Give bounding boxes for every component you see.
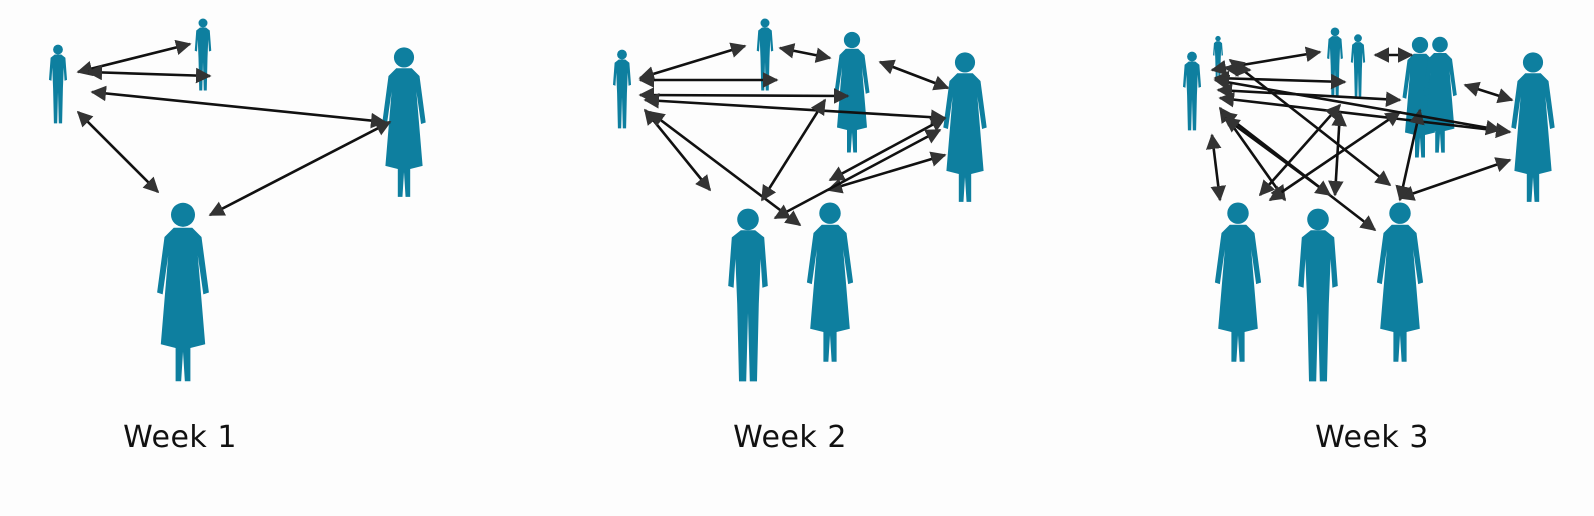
week-3-person-7 [1511, 52, 1555, 202]
week-3-label: Week 3 [1315, 420, 1429, 455]
week-3-person-8 [1214, 202, 1262, 362]
week-3-person-1 [1182, 51, 1202, 131]
week-2-connection-arrow-12 [773, 128, 942, 220]
week-1-connection-arrow-4 [76, 110, 160, 194]
week-1-label: Week 1 [123, 420, 237, 455]
week-2-connection-arrow-9 [760, 98, 827, 202]
week-3-connection-arrow-3 [1216, 82, 1402, 108]
week-3-person-4 [1350, 34, 1366, 97]
week-3-connection-arrow-7 [1223, 116, 1332, 197]
week-3-connection-arrow-18 [1258, 103, 1342, 197]
week-2-connection-arrow-1 [638, 42, 747, 82]
week-3-connection-arrow-14 [1398, 157, 1512, 201]
week-2-person-5 [728, 208, 768, 382]
week-3-connection-arrow-16 [1223, 61, 1252, 77]
week-2-person-3 [834, 31, 870, 153]
week-1-connection-arrow-1 [76, 39, 192, 77]
week-1-connection-arrow-2 [86, 64, 212, 84]
week-2-connection-arrow-6 [648, 110, 802, 227]
week-3-person-3 [1327, 27, 1343, 97]
week-3-person-2 [1213, 35, 1223, 80]
week-2-connection-arrow-8 [878, 59, 950, 91]
week-2-label: Week 2 [733, 420, 847, 455]
week-2-connection-arrow-4 [643, 93, 947, 125]
week-3-connection-arrow-4 [1218, 91, 1512, 139]
week-1-connection-arrow-5 [208, 120, 392, 217]
week-2-connection-arrow-7 [778, 43, 832, 63]
week-3-connection-arrow-8 [1228, 58, 1392, 187]
week-2-person-4 [943, 52, 987, 202]
week-2-connection-arrow-3 [638, 87, 850, 104]
week-3-person-10 [1376, 202, 1424, 362]
week-3-connection-arrow-10 [1463, 81, 1514, 104]
week-3-connection-arrow-2 [1213, 70, 1347, 90]
week-3-connection-arrow-17 [1213, 74, 1502, 136]
week-1-connection-arrow-3 [90, 85, 387, 129]
week-2-person-6 [806, 202, 854, 362]
week-2-person-1 [612, 49, 632, 129]
week-1-person-1 [48, 44, 68, 124]
week-3-connection-arrow-13 [1205, 133, 1227, 202]
week-3-person-9 [1298, 208, 1338, 382]
week-1-person-4 [157, 202, 209, 382]
week-1-person-2 [194, 18, 212, 91]
